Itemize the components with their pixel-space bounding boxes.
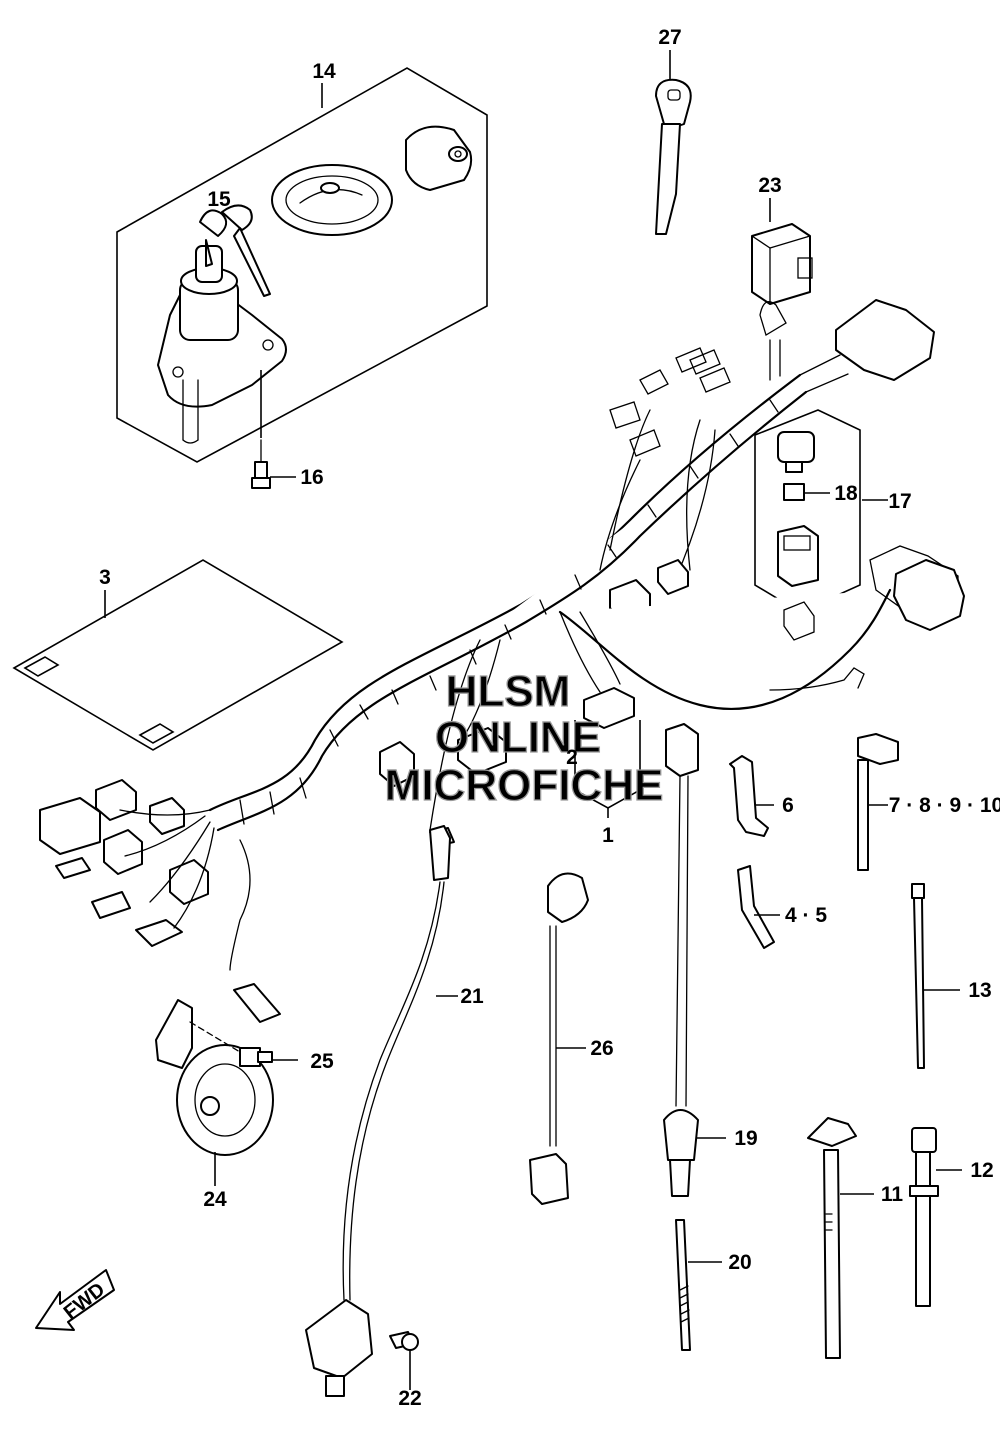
callout-18: 18 (834, 482, 858, 505)
callout-16: 16 (300, 466, 323, 489)
callout-23: 23 (758, 174, 781, 197)
key-27-part (655, 50, 692, 235)
key-pair-part (199, 204, 271, 297)
sensor-19-part (663, 723, 726, 1197)
fuse-box-17 (754, 409, 888, 613)
callout-11: 11 (881, 1183, 904, 1206)
label-sheet-3 (12, 559, 344, 751)
callout-22: 22 (398, 1387, 421, 1410)
ignition-switch-set-box (116, 67, 488, 463)
callout-3: 3 (99, 566, 111, 589)
callout-13: 13 (968, 979, 991, 1002)
callout-12: 12 (970, 1159, 993, 1182)
relay-23-part (751, 198, 813, 305)
fwd-direction-arrow: FWD (35, 1269, 115, 1331)
main-wiring-harness-1 (39, 299, 965, 1023)
screw-22-part (389, 1331, 419, 1390)
pin-20-part (675, 1219, 722, 1351)
clip-tie-78910-part (857, 733, 899, 871)
callout-21: 21 (460, 985, 484, 1008)
lock-cylinder-part (405, 125, 473, 191)
bolt-16-part (251, 439, 296, 489)
callout-2: 2 (566, 746, 578, 769)
callout-15: 15 (207, 188, 231, 211)
callout-25: 25 (310, 1050, 334, 1073)
watermark: HLSM ONLINE MICROFICHE (384, 666, 664, 810)
callout-19: 19 (734, 1127, 757, 1150)
harness-wrap-bands (239, 399, 779, 825)
callout-1: 1 (602, 824, 614, 847)
watermark-line-3: MICROFICHE (385, 761, 664, 810)
watermark-line-2: ONLINE (435, 713, 601, 762)
bracket-45-part (737, 865, 780, 949)
callout-7-8-9-10: 7 · 8 · 9 · 10 (889, 794, 1000, 817)
callout-14: 14 (312, 60, 336, 83)
callout-labels: 1 2 3 4 · 5 6 7 · 8 · 9 · 10 11 12 13 14… (99, 26, 1000, 1410)
callout-26: 26 (590, 1037, 613, 1060)
watermark-line-1: HLSM (446, 667, 571, 716)
sensor-26-part (529, 872, 589, 1205)
clamp-6-part (729, 755, 774, 837)
callout-4-5: 4 · 5 (785, 904, 827, 927)
cable-tie-12-part (909, 1127, 962, 1307)
callout-27: 27 (658, 26, 681, 49)
ignition-switch-part (157, 245, 287, 444)
switch-21-part (305, 825, 458, 1397)
callout-24: 24 (203, 1188, 227, 1211)
callout-17: 17 (888, 490, 911, 513)
bolt-25-part (189, 1021, 298, 1067)
cable-tie-11-part (807, 1117, 874, 1359)
callout-6: 6 (782, 794, 794, 817)
callout-20: 20 (728, 1251, 751, 1274)
horn-24-part (155, 999, 274, 1186)
lock-cover-part (271, 164, 393, 236)
cable-tie-13-part (911, 883, 960, 1069)
